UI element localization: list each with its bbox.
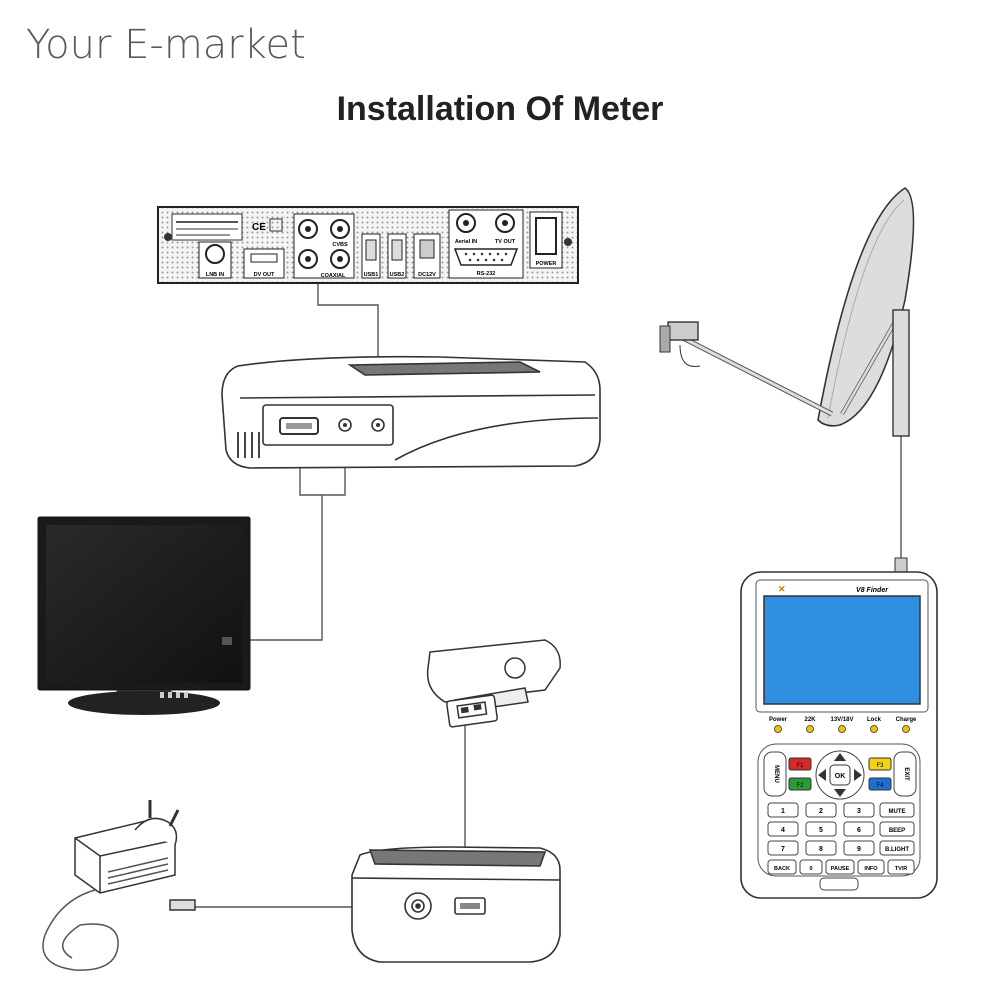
tv-button-icon[interactable] [176, 692, 180, 698]
keypad-key-label: BEEP [889, 828, 905, 834]
keypad-key-label: 8 [819, 846, 823, 853]
keypad-key[interactable] [767, 859, 797, 875]
keypad-key-label: INFO [864, 866, 878, 872]
f3-label: F3 [876, 763, 884, 769]
satellite-dish [659, 187, 915, 437]
indicator-label: Power [769, 717, 788, 723]
indicator-label: 22K [804, 717, 816, 723]
f2-label: F2 [796, 783, 804, 789]
keypad-key[interactable] [843, 821, 875, 837]
lnb-icon [667, 321, 699, 341]
keypad: 1 2 3 MUTE 4 5 6 BEEP 7 8 9 B.LIGHT BACK 0 PAUSE INFO TV… [767, 802, 915, 875]
power-adapter [42, 800, 196, 971]
keypad-key[interactable] [767, 821, 799, 837]
arrow-up-icon [834, 753, 846, 761]
keypad-key-label: MUTE [889, 809, 906, 815]
diagram-title: Installation Of Meter [336, 90, 664, 128]
finder-logo: ✕ [778, 584, 786, 594]
indicator-label: Lock [867, 717, 882, 723]
keypad-key-label: 3 [857, 808, 861, 815]
port-label-coaxial: COAXIAL [321, 273, 346, 279]
port-label-rs232: RS-232 [477, 271, 496, 277]
keypad-key-label: 0 [809, 866, 812, 872]
ce-mark: CE [252, 222, 266, 233]
arrow-left-icon [818, 769, 826, 781]
f2-button[interactable] [788, 777, 812, 791]
usb-flash-drive [426, 639, 561, 728]
f1-button[interactable] [788, 757, 812, 771]
menu-button[interactable] [763, 751, 787, 797]
tv-button-icon[interactable] [168, 692, 172, 698]
keypad-key-label: B.LIGHT [885, 847, 909, 853]
keypad-key-label: 2 [819, 808, 823, 815]
meter-unit-top [221, 355, 601, 469]
wire-hdmi-to-tv [248, 495, 323, 641]
port-label-tv-out: TV OUT [495, 239, 516, 245]
keypad-key[interactable] [825, 859, 855, 875]
keypad-key[interactable] [805, 840, 837, 856]
keypad-key[interactable] [843, 840, 875, 856]
indicator-led-icon [774, 725, 782, 733]
exit-button[interactable] [893, 751, 917, 797]
keypad-key[interactable] [879, 840, 915, 856]
satellite-receiver: CE LNB IN DV OUT CVBS COAXIAL USB1 USB2 … [157, 206, 579, 284]
port-label-aerial-in: Aerial IN [455, 239, 477, 245]
port-label-dc12v: DC12V [418, 272, 436, 278]
keypad-key-label: 7 [781, 846, 785, 853]
indicator-label: Charge [896, 717, 917, 723]
f1-label: F1 [796, 763, 804, 769]
keypad-key-label: 1 [781, 808, 785, 815]
menu-button-label: MENU [773, 765, 779, 783]
indicator-label: 13V/18V [830, 717, 853, 723]
meter-unit-bottom [351, 846, 561, 963]
f4-button[interactable] [868, 777, 892, 791]
keypad-key[interactable] [857, 859, 885, 875]
ok-button[interactable] [829, 764, 851, 786]
arrow-right-icon [854, 769, 862, 781]
keypad-key[interactable] [767, 840, 799, 856]
keypad-key-label: TV/R [895, 866, 908, 872]
keypad-key-label: 4 [781, 827, 785, 834]
indicator-led-icon [902, 725, 910, 733]
keypad-key[interactable] [805, 802, 837, 818]
brand-logo-text: Your E-market [26, 22, 306, 68]
keypad-key[interactable] [887, 859, 915, 875]
keypad-key[interactable] [767, 802, 799, 818]
f3-button[interactable] [868, 757, 892, 771]
f4-label: F4 [876, 783, 884, 789]
keypad-key[interactable] [805, 821, 837, 837]
arrow-down-icon [834, 789, 846, 797]
indicator-led-icon [806, 725, 814, 733]
keypad-key[interactable] [879, 821, 915, 837]
keypad-key-label: PAUSE [831, 866, 850, 872]
port-label-usb1: USB1 [364, 272, 379, 278]
keypad-key-label: 9 [857, 846, 861, 853]
port-label-usb2: USB2 [390, 272, 405, 278]
sat-finder-device: V8 Finder ✕ Power 22K 13V/18V Lock Charge ME… [740, 557, 938, 899]
keypad-key-label: 5 [819, 827, 823, 834]
finder-model-label: V8 Finder [856, 587, 889, 594]
keypad-key-label: BACK [774, 866, 790, 872]
indicator-row: Power 22K 13V/18V Lock Charge [769, 717, 917, 733]
indicator-led-icon [838, 725, 846, 733]
port-label-cvbs: CVBS [332, 242, 348, 248]
keypad-key[interactable] [799, 859, 823, 875]
tv-monitor [37, 516, 251, 715]
exit-button-label: EXIT [903, 767, 909, 781]
finder-screen [763, 595, 921, 705]
port-label-dv-out: DV OUT [254, 272, 275, 278]
keypad-key-label: 6 [857, 827, 861, 834]
keypad-key[interactable] [879, 802, 915, 818]
indicator-led-icon [870, 725, 878, 733]
tv-button-icon[interactable] [184, 692, 188, 698]
keypad-key[interactable] [843, 802, 875, 818]
tv-button-icon[interactable] [160, 692, 164, 698]
port-label-power: POWER [536, 261, 557, 267]
port-label-lnb-in: LNB IN [206, 272, 224, 278]
ok-button-label: OK [835, 773, 846, 780]
